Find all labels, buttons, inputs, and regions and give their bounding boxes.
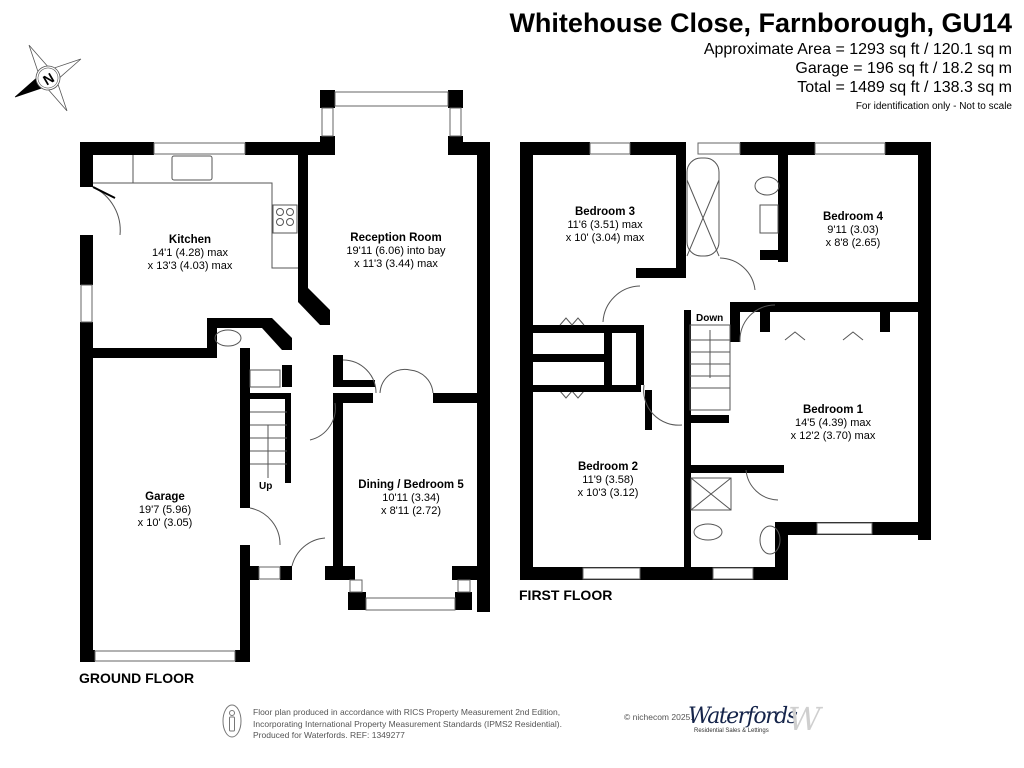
room-bedroom-4: Bedroom 4 9'11 (3.03) x 8'8 (2.65): [823, 211, 883, 250]
first-floor-windows: [582, 142, 886, 580]
room-dimension: x 11'3 (3.44) max: [354, 258, 438, 270]
room-dimension: 19'11 (6.06) into bay: [346, 245, 446, 257]
room-kitchen: Kitchen 14'1 (4.28) max x 13'3 (4.03) ma…: [148, 234, 233, 273]
room-dimension: 10'11 (3.34): [382, 492, 440, 504]
room-dimension: x 10' (3.04) max: [565, 232, 645, 244]
room-dimension: 14'1 (4.28) max: [151, 247, 229, 259]
waterfords-logo: W Waterfords Residential Sales & Letting…: [688, 700, 821, 738]
ground-floor-walls: [80, 90, 490, 662]
room-dimension: x 13'3 (4.03) max: [147, 260, 233, 272]
stairs-down-label: Down: [696, 313, 724, 324]
room-bedroom-2: Bedroom 2 11'9 (3.58) x 10'3 (3.12): [578, 461, 639, 500]
room-name: Reception Room: [350, 232, 442, 244]
ground-floor-windows: [80, 91, 471, 662]
room-bedroom-1: Bedroom 1 14'5 (4.39) max x 12'2 (3.70) …: [791, 404, 876, 443]
total-area: Total = 1489 sq ft / 138.3 sq m: [797, 79, 1012, 96]
room-dining-bedroom-5: Dining / Bedroom 5 10'11 (3.34) x 8'11 (…: [358, 479, 463, 518]
stairs-up-label: Up: [259, 481, 273, 492]
property-title: Whitehouse Close, Farnborough, GU14: [509, 8, 1012, 38]
compass-rose-icon: [14, 44, 82, 112]
room-dimension: 11'6 (3.51) max: [567, 219, 643, 231]
garage-area: Garage = 196 sq ft / 18.2 sq m: [795, 60, 1012, 77]
room-reception: Reception Room 19'11 (6.06) into bay x 1…: [346, 232, 445, 271]
ground-floor-label: GROUND FLOOR: [79, 670, 195, 686]
room-dimension: 11'9 (3.58): [582, 474, 634, 486]
room-dimension: 19'7 (5.96): [138, 504, 192, 516]
footer-line: Produced for Waterfords. REF: 1349277: [253, 730, 405, 740]
room-garage: Garage 19'7 (5.96) x 10' (3.05): [138, 491, 193, 530]
room-dimension: x 10'3 (3.12): [577, 487, 639, 499]
footer-line: Incorporating International Property Mea…: [253, 718, 562, 729]
room-dimension: x 8'11 (2.72): [381, 505, 441, 517]
room-name: Bedroom 1: [802, 404, 864, 416]
room-bedroom-3: Bedroom 3 11'6 (3.51) max x 10' (3.04) m…: [566, 206, 645, 245]
room-dimension: x 8'8 (2.65): [825, 237, 881, 249]
room-name: Garage: [145, 491, 185, 503]
room-name: Bedroom 4: [822, 211, 884, 223]
copyright-notice: © nichecom 2025.: [624, 712, 693, 722]
logo-w-mark-icon: W: [788, 700, 821, 738]
room-dimension: x 10' (3.05): [137, 517, 193, 529]
room-dimension: x 12'2 (3.70) max: [790, 430, 876, 442]
room-name: Bedroom 3: [574, 206, 636, 218]
room-dimension: 14'5 (4.39) max: [794, 417, 872, 429]
first-floor-label: FIRST FLOOR: [519, 587, 613, 603]
first-floor-fixtures: [533, 157, 864, 555]
header: Whitehouse Close, Farnborough, GU14 Appr…: [509, 6, 1012, 115]
footer-line: Floor plan produced in accordance with R…: [253, 707, 561, 717]
logo-name: Waterfords: [688, 704, 798, 729]
room-dimension: 9'11 (3.03): [827, 224, 879, 236]
ground-floor-fixtures: [92, 155, 434, 567]
approximate-area: Approximate Area = 1293 sq ft / 120.1 sq…: [703, 41, 1012, 58]
scale-note: For identification only - Not to scale: [855, 101, 1012, 112]
room-name: Dining / Bedroom 5: [358, 479, 464, 491]
room-name: Bedroom 2: [577, 461, 639, 473]
logo-tagline: Residential Sales & Lettings: [694, 728, 769, 734]
person-scale-icon: [222, 704, 242, 738]
room-name: Kitchen: [168, 234, 212, 246]
footer-disclaimer: Floor plan produced in accordance with R…: [253, 707, 562, 742]
